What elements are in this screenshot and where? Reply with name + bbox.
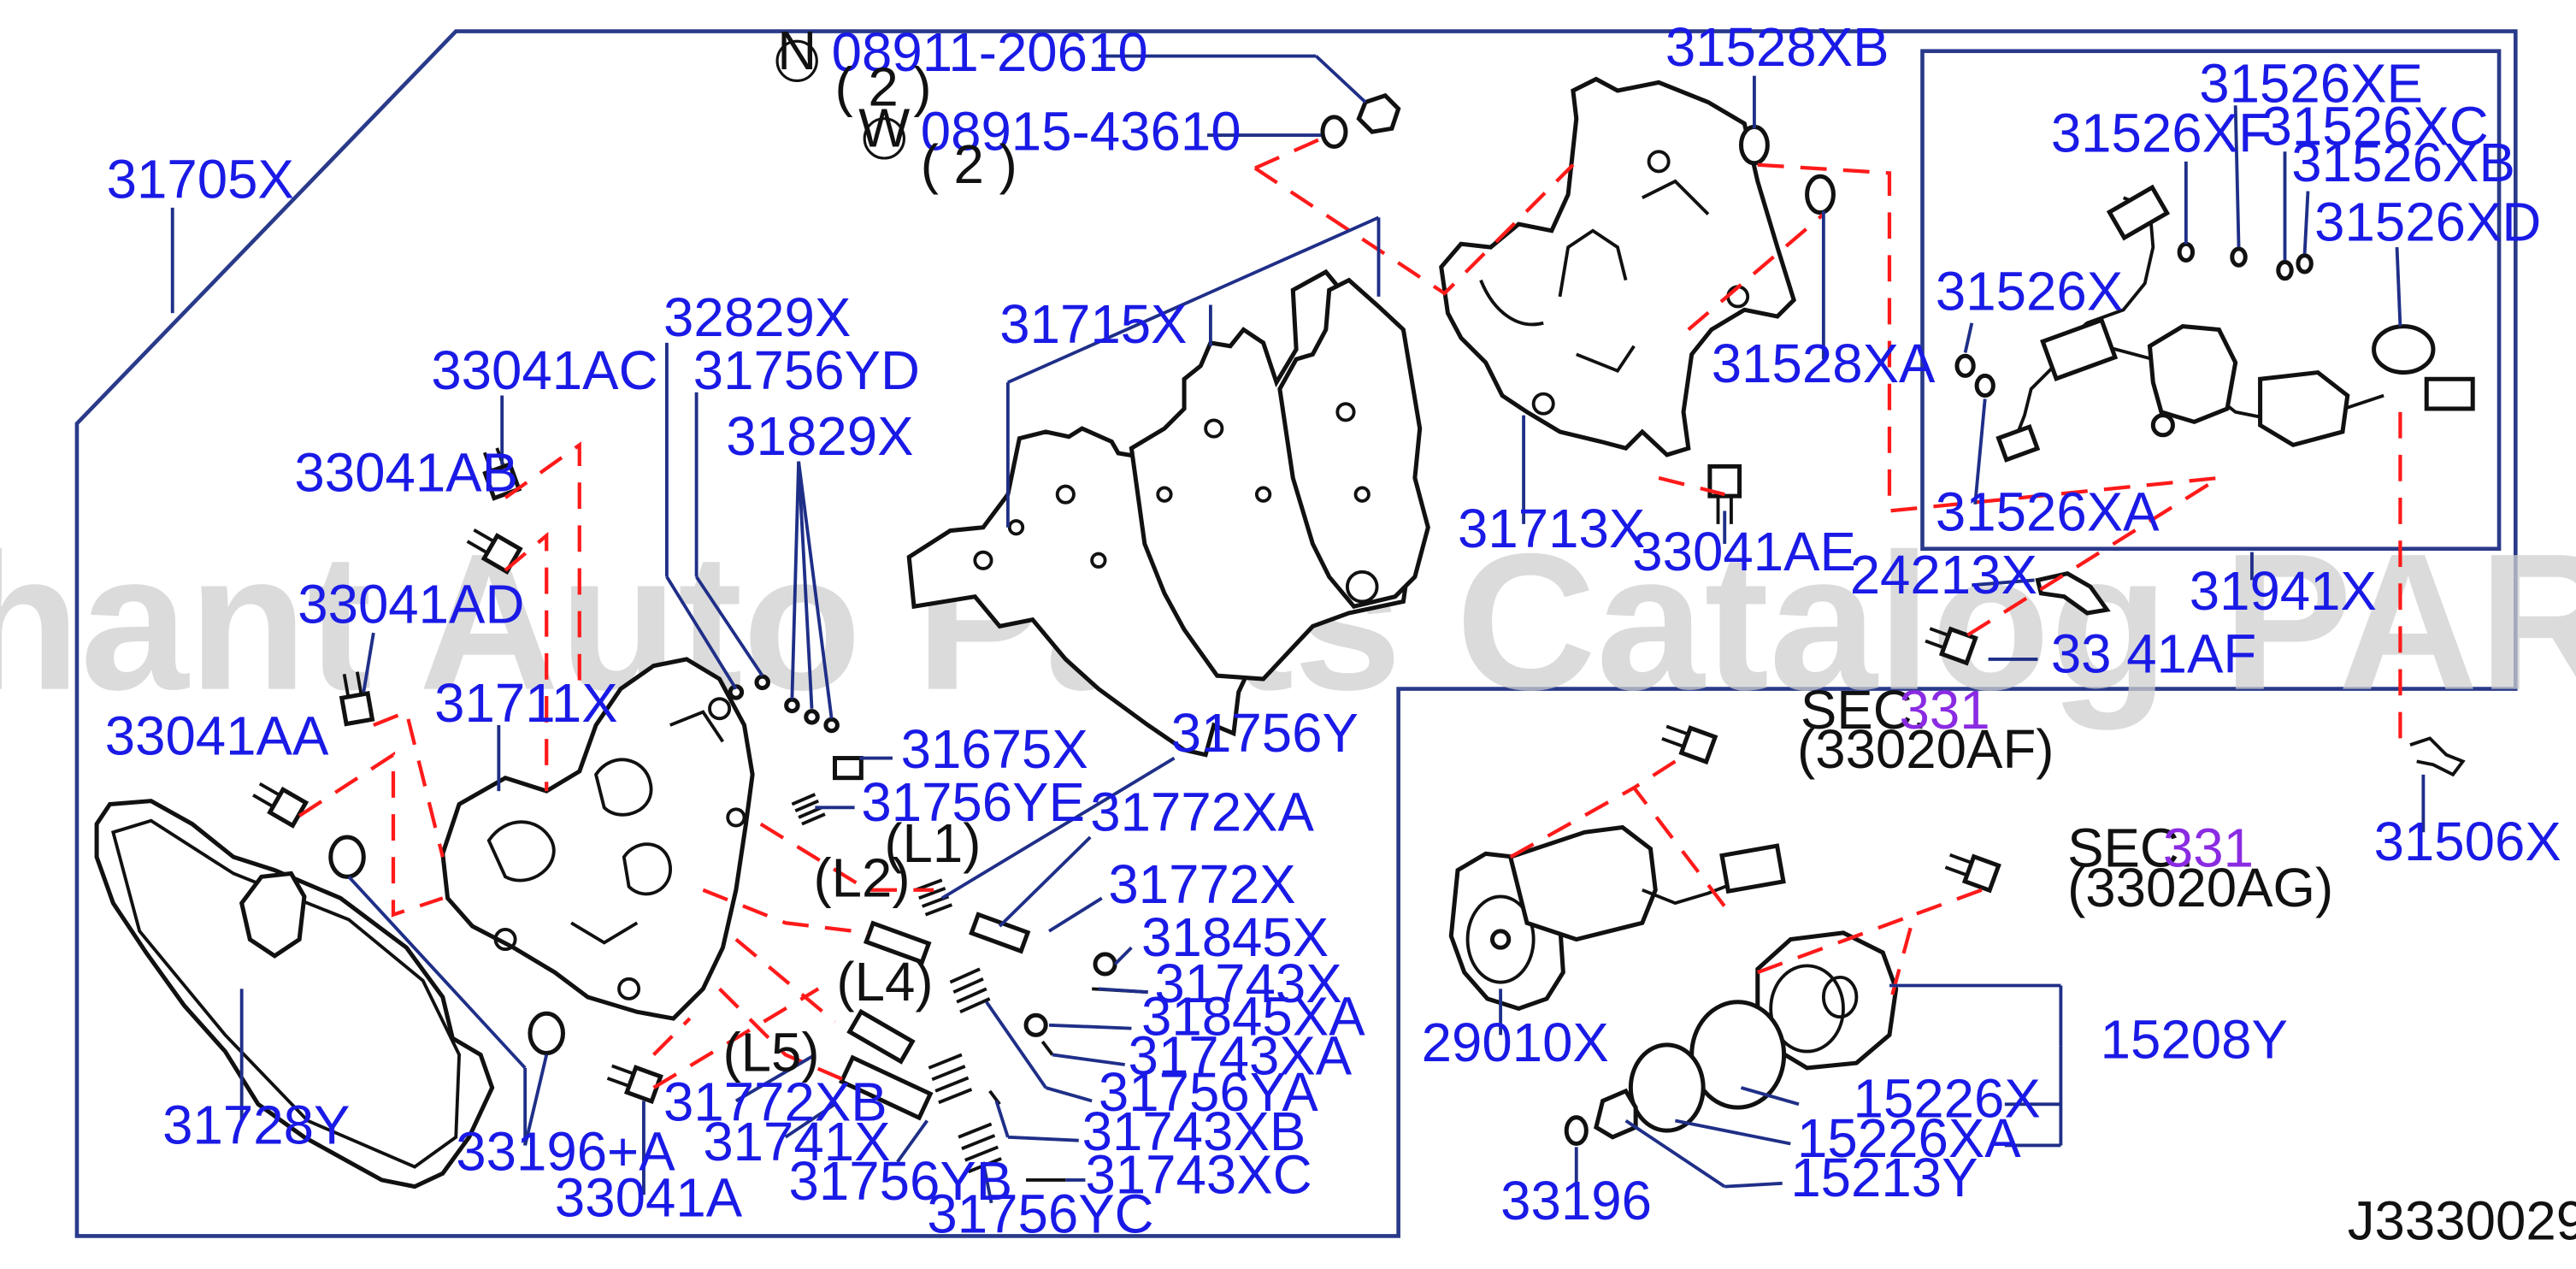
part-label-33041ab[interactable]: 33041AB <box>294 442 518 503</box>
part-label-31941x[interactable]: 31941X <box>2190 561 2377 622</box>
bolt-drawings <box>252 447 2001 1105</box>
part-label-31772xb[interactable]: 31772XB <box>663 1072 887 1133</box>
part-label-15208y[interactable]: 15208Y <box>2101 1009 2288 1070</box>
sensor-drawing <box>2409 736 2466 777</box>
part-label-31756ya[interactable]: 31756YA <box>1099 1062 1319 1123</box>
section-a-ref: (33020AF) <box>1797 719 2054 780</box>
motor-drawing <box>1448 824 1786 1012</box>
w-symbol: W <box>858 98 910 159</box>
w-symbol-circle <box>863 117 905 160</box>
part-label-33196[interactable]: 33196 <box>1500 1171 1652 1231</box>
part-label-31829x[interactable]: 31829X <box>726 406 913 467</box>
seal-drawing <box>1805 174 1836 215</box>
part-label-31713x[interactable]: 31713X <box>1458 499 1645 559</box>
part-label-31845x[interactable]: 31845X <box>1141 907 1329 968</box>
section-a-prefix: SEC. <box>1801 680 1927 741</box>
section-references: SEC. 331 (33020AF) SEC. 331 (33020AG) <box>1797 680 2333 918</box>
part-label-31526xc[interactable]: 31526XC <box>2262 97 2489 157</box>
part-label-33041af[interactable]: 33 41AF <box>2051 623 2256 684</box>
position-mark-l2: (L2) <box>813 847 910 908</box>
n-symbol: N <box>777 21 816 81</box>
position-mark-l5: (L5) <box>722 1023 819 1083</box>
solenoid-assembly-drawing <box>1564 930 1899 1147</box>
part-label-31715x[interactable]: 31715X <box>999 294 1187 355</box>
position-marks: (L1) (L2) (L4) (L5) <box>722 813 981 1083</box>
part-label-15226x[interactable]: 15226X <box>1854 1069 2041 1130</box>
part-label-31526xa[interactable]: 31526XA <box>1936 482 2160 543</box>
section-a-link[interactable]: 331 <box>1900 680 1990 741</box>
part-label-31528xb[interactable]: 31528XB <box>1665 17 1889 78</box>
oil-strainer-drawing <box>94 799 495 1189</box>
part-label-31728y[interactable]: 31728Y <box>162 1095 350 1156</box>
harness-drawing <box>1954 184 2475 463</box>
part-label-31526xd[interactable]: 31526XD <box>2314 192 2541 252</box>
section-b-ref: (33020AG) <box>2067 858 2333 918</box>
part-label-33041a[interactable]: 33041A <box>555 1167 743 1228</box>
section-b-link[interactable]: 331 <box>2163 818 2254 879</box>
part-label-31756ye[interactable]: 31756YE <box>861 772 1085 833</box>
nut-drawing <box>1356 92 1401 134</box>
fastener-callouts: N 08911-20610 ( 2 ) W 08915-43610 ( 2 ) <box>775 21 1241 195</box>
part-label-31705x[interactable]: 31705X <box>107 149 294 210</box>
part-label-31526x[interactable]: 31526X <box>1936 261 2123 322</box>
leader-lines <box>170 54 2426 1204</box>
diagram-frames <box>74 29 2518 1238</box>
part-label-33041ae[interactable]: 33041AE <box>1632 522 1856 582</box>
part-label-31506x[interactable]: 31506X <box>2374 812 2561 872</box>
part-label-31526xf[interactable]: 31526XF <box>2051 103 2272 163</box>
part-label-15226xa[interactable]: 15226XA <box>1797 1108 2021 1169</box>
part-label-33196a[interactable]: 33196+A <box>456 1121 675 1182</box>
part-label-31526xe[interactable]: 31526XE <box>2199 53 2423 114</box>
part-label-31743xc[interactable]: 31743XC <box>1085 1144 1312 1205</box>
separator-plate-drawing <box>906 269 1430 758</box>
part-label-33041ac[interactable]: 33041AC <box>431 340 657 401</box>
seal-drawing <box>1738 124 1770 166</box>
w-quantity: ( 2 ) <box>921 134 1017 195</box>
part-label-31756yc[interactable]: 31756YC <box>927 1184 1153 1245</box>
position-mark-l1: (L1) <box>884 813 981 874</box>
section-b-prefix: SEC. <box>2067 818 2194 879</box>
part-label-31756yd[interactable]: 31756YD <box>693 340 920 401</box>
check-ball-drawings <box>728 674 840 734</box>
lower-valve-body-drawing <box>440 657 755 1021</box>
part-label-08911-20610[interactable]: 08911-20610 <box>832 22 1148 83</box>
part-label-08915-43610[interactable]: 08915-43610 <box>921 101 1241 162</box>
part-label-31743xb[interactable]: 31743XB <box>1082 1101 1306 1162</box>
o-ring-drawing <box>528 1011 566 1056</box>
diagram-code: J3330029 <box>2348 1190 2576 1251</box>
part-label-31772xa[interactable]: 31772XA <box>1090 782 1314 842</box>
main-assembly-frame <box>74 29 2518 1238</box>
part-label-31772x[interactable]: 31772X <box>1108 854 1295 915</box>
bracket-drawing <box>2035 571 2111 616</box>
part-label-31743xa[interactable]: 31743XA <box>1129 1026 1353 1087</box>
harness-inset-frame <box>1920 49 2502 552</box>
part-label-31756y[interactable]: 31756Y <box>1171 703 1359 764</box>
part-label-31845xa[interactable]: 31845XA <box>1141 986 1365 1047</box>
part-label-33041ad[interactable]: 33041AD <box>298 575 524 635</box>
part-label-31675x[interactable]: 31675X <box>901 719 1088 780</box>
part-label-31711x[interactable]: 31711X <box>434 673 618 734</box>
washer-drawing <box>1320 115 1348 150</box>
part-label-24213x[interactable]: 24213X <box>1850 545 2037 605</box>
part-label-33041aa[interactable]: 33041AA <box>105 706 329 767</box>
part-label-29010x[interactable]: 29010X <box>1422 1012 1609 1073</box>
part-label-31743x[interactable]: 31743X <box>1154 953 1341 1014</box>
part-label-31741x[interactable]: 31741X <box>703 1112 890 1172</box>
alignment-lines <box>298 133 2402 1089</box>
o-ring-drawing <box>328 835 366 879</box>
part-labels: 31705X 32829X 31756YD 31829X 33041AC 330… <box>105 17 2561 1245</box>
part-label-15213y[interactable]: 15213Y <box>1790 1148 1978 1208</box>
part-label-32829x[interactable]: 32829X <box>663 287 851 348</box>
n-quantity: ( 2 ) <box>834 56 931 117</box>
part-label-31526xb[interactable]: 31526XB <box>2291 133 2515 193</box>
n-symbol-circle <box>775 39 818 82</box>
part-label-31528xa[interactable]: 31528XA <box>1712 333 1936 394</box>
part-label-31756yb[interactable]: 31756YB <box>789 1151 1013 1212</box>
position-mark-l4: (L4) <box>836 952 933 1012</box>
